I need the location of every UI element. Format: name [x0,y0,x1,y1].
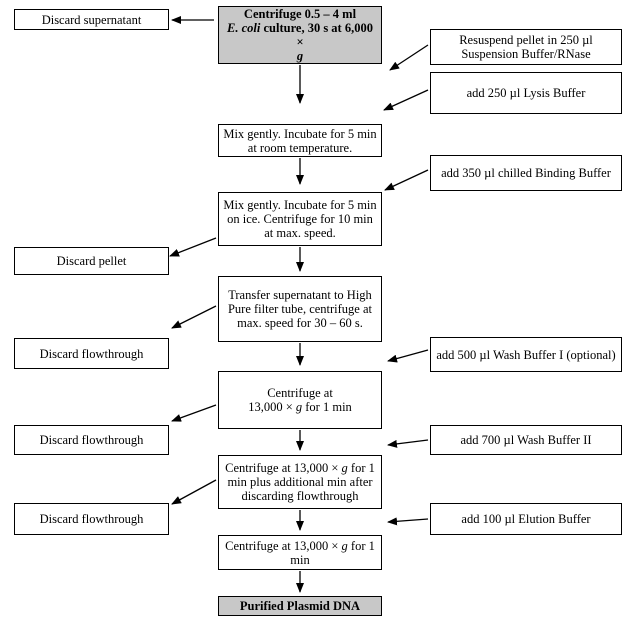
add-wash-buffer-1: add 500 µl Wash Buffer I (optional) [430,337,622,372]
step-transfer-to-filter: Transfer supernatant to High Pure filter… [218,276,382,342]
add-lysis-buffer: add 250 µl Lysis Buffer [430,72,622,114]
step-centrifuge-plus-additional: Centrifuge at 13,000 × g for 1 min plus … [218,455,382,509]
add-binding-buffer: add 350 µl chilled Binding Buffer [430,155,622,191]
arrow-from-wash2 [387,439,429,448]
add-suspension-buffer: Resuspend pellet in 250 µl Suspension Bu… [430,29,622,65]
arrow-from-wash1 [387,349,429,363]
discard-flowthrough-1: Discard flowthrough [14,338,169,369]
step-mix-room-temp: Mix gently. Incubate for 5 min at room t… [218,124,382,157]
arrow-to-discard-pellet [169,237,217,257]
arrow-to-discard-flow-3 [171,479,217,505]
discard-supernatant: Discard supernatant [14,9,169,30]
step-centrifuge-culture: Centrifuge 0.5 – 4 ml E. coli culture, 3… [218,6,382,64]
arrow-from-lysis [383,89,429,111]
step-centrifuge-final: Centrifuge at 13,000 × g for 1 min [218,535,382,570]
arrow-from-binding [384,169,429,191]
discard-pellet: Discard pellet [14,247,169,275]
add-wash-buffer-2: add 700 µl Wash Buffer II [430,425,622,455]
step-centrifuge-1min: Centrifuge at 13,000 × g for 1 min [218,371,382,429]
arrow-from-elution [387,517,429,526]
step-mix-on-ice: Mix gently. Incubate for 5 min on ice. C… [218,192,382,246]
result-purified-plasmid-dna: Purified Plasmid DNA [218,596,382,616]
discard-flowthrough-3: Discard flowthrough [14,503,169,535]
arrow-to-discard-flow-2 [171,404,217,422]
add-elution-buffer: add 100 µl Elution Buffer [430,503,622,535]
discard-flowthrough-2: Discard flowthrough [14,425,169,455]
arrow-to-discard-flow-1 [171,305,217,329]
arrow-from-resuspend [389,44,429,71]
